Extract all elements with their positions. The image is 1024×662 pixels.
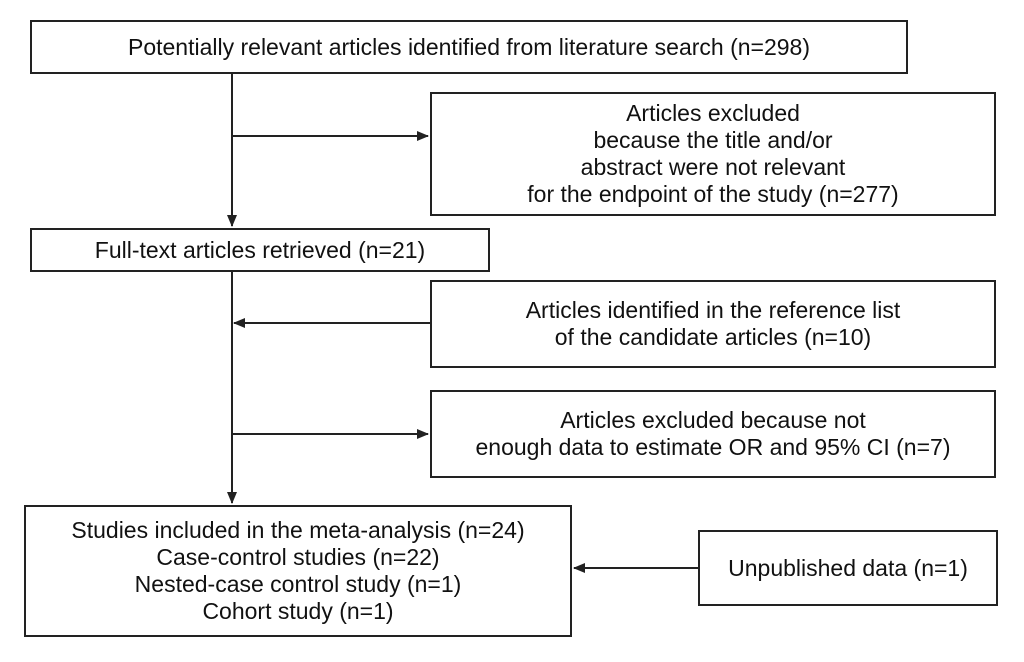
reference-list-box: Articles identified in the reference lis…: [430, 280, 996, 368]
box-line: of the candidate articles (n=10): [554, 324, 872, 350]
box-line: Full-text articles retrieved (n=21): [94, 236, 426, 263]
box-line: Studies included in the meta-analysis (n…: [71, 517, 525, 543]
box-line: Potentially relevant articles identified…: [127, 33, 811, 60]
box-line: Articles excluded: [626, 100, 800, 126]
unpublished-data-box: Unpublished data (n=1): [698, 530, 998, 606]
box-line: Cohort study (n=1): [202, 598, 394, 624]
box-line: Case-control studies (n=22): [156, 544, 440, 570]
box-line: abstract were not relevant: [580, 154, 846, 180]
box-line: Unpublished data (n=1): [728, 554, 968, 581]
excluded-title-abstract-box: Articles excluded because the title and/…: [430, 92, 996, 216]
full-text-retrieved-box: Full-text articles retrieved (n=21): [30, 228, 490, 272]
studies-included-box: Studies included in the meta-analysis (n…: [24, 505, 572, 637]
box-line: because the title and/or: [593, 127, 833, 153]
box-line: Articles identified in the reference lis…: [525, 297, 901, 323]
box-line: Articles excluded because not: [560, 407, 866, 433]
box-line: Nested-case control study (n=1): [134, 571, 462, 597]
box-line: enough data to estimate OR and 95% CI (n…: [475, 434, 951, 460]
box-line: for the endpoint of the study (n=277): [527, 181, 899, 207]
excluded-insufficient-data-box: Articles excluded because not enough dat…: [430, 390, 996, 478]
identified-articles-box: Potentially relevant articles identified…: [30, 20, 908, 74]
